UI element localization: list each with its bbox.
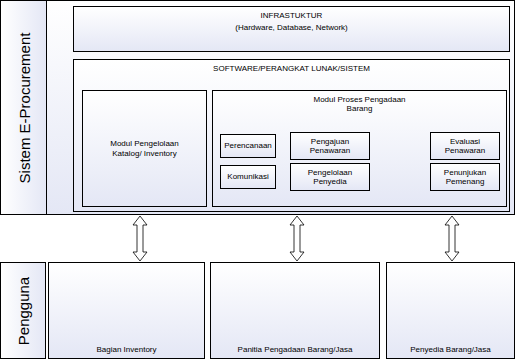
box-label: Panitia Pengadaan Barang/Jasa	[238, 345, 353, 354]
module-box: Perencanaan	[220, 134, 276, 158]
group-band: PenggunaBagian Inventory Panitia Pengadaa…	[0, 262, 515, 359]
module-box: SOFTWARE/PERANGKAT LUNAK/SISTEM Modul Pen…	[73, 59, 510, 212]
box-label: Pengelolaan Penyedia	[304, 168, 356, 186]
module-box: Penunjukan Pemenang	[430, 163, 500, 191]
module-box: Pengelolaan Penyedia	[290, 163, 370, 191]
band-label: Sistem E-Procurement	[15, 32, 32, 183]
band-label-strip: Pengguna	[0, 262, 46, 359]
module-box: Komunikasi	[220, 165, 276, 189]
double-arrow	[133, 216, 147, 261]
double-arrow	[290, 216, 304, 261]
box-label: SOFTWARE/PERANGKAT LUNAK/SISTEM	[213, 64, 370, 73]
band-label: Pengguna	[15, 276, 32, 344]
box-label: Perencanaan	[224, 141, 272, 150]
box-label: Penunjukan Pemenang	[439, 168, 491, 186]
box-label: Bagian Inventory	[96, 345, 156, 354]
box-label: Modul Proses Pengadaan Barang	[310, 95, 410, 113]
module-box: Penyedia Barang/Jasa	[386, 262, 515, 359]
group-band: Sistem E-Procurement INFRASTUKTUR (Hardwar…	[0, 0, 515, 215]
box-label: Modul Pengelolaan Katalog/ Inventory	[104, 139, 186, 157]
module-box: INFRASTUKTUR (Hardware, Database, Network…	[73, 6, 510, 52]
module-box: Modul Pengelolaan Katalog/ Inventory	[82, 90, 207, 207]
box-label: (Hardware, Database, Network)	[235, 23, 347, 32]
box-label: INFRASTUKTUR	[261, 11, 323, 20]
module-box: Panitia Pengadaan Barang/Jasa	[210, 262, 380, 359]
box-label: Penyedia Barang/Jasa	[410, 345, 491, 354]
module-box: Bagian Inventory	[48, 262, 205, 359]
box-label: Pengajuan Penawaran	[304, 137, 356, 155]
band-label-strip: Sistem E-Procurement	[1, 1, 47, 214]
module-box: Pengajuan Penawaran	[290, 132, 370, 160]
box-label: Komunikasi	[227, 172, 268, 181]
module-box: Evaluasi Penawaran	[430, 132, 500, 160]
double-arrow	[445, 216, 459, 261]
module-box: Modul Proses Pengadaan BarangPerencanaan…	[212, 90, 507, 207]
box-label: Evaluasi Penawaran	[439, 137, 491, 155]
